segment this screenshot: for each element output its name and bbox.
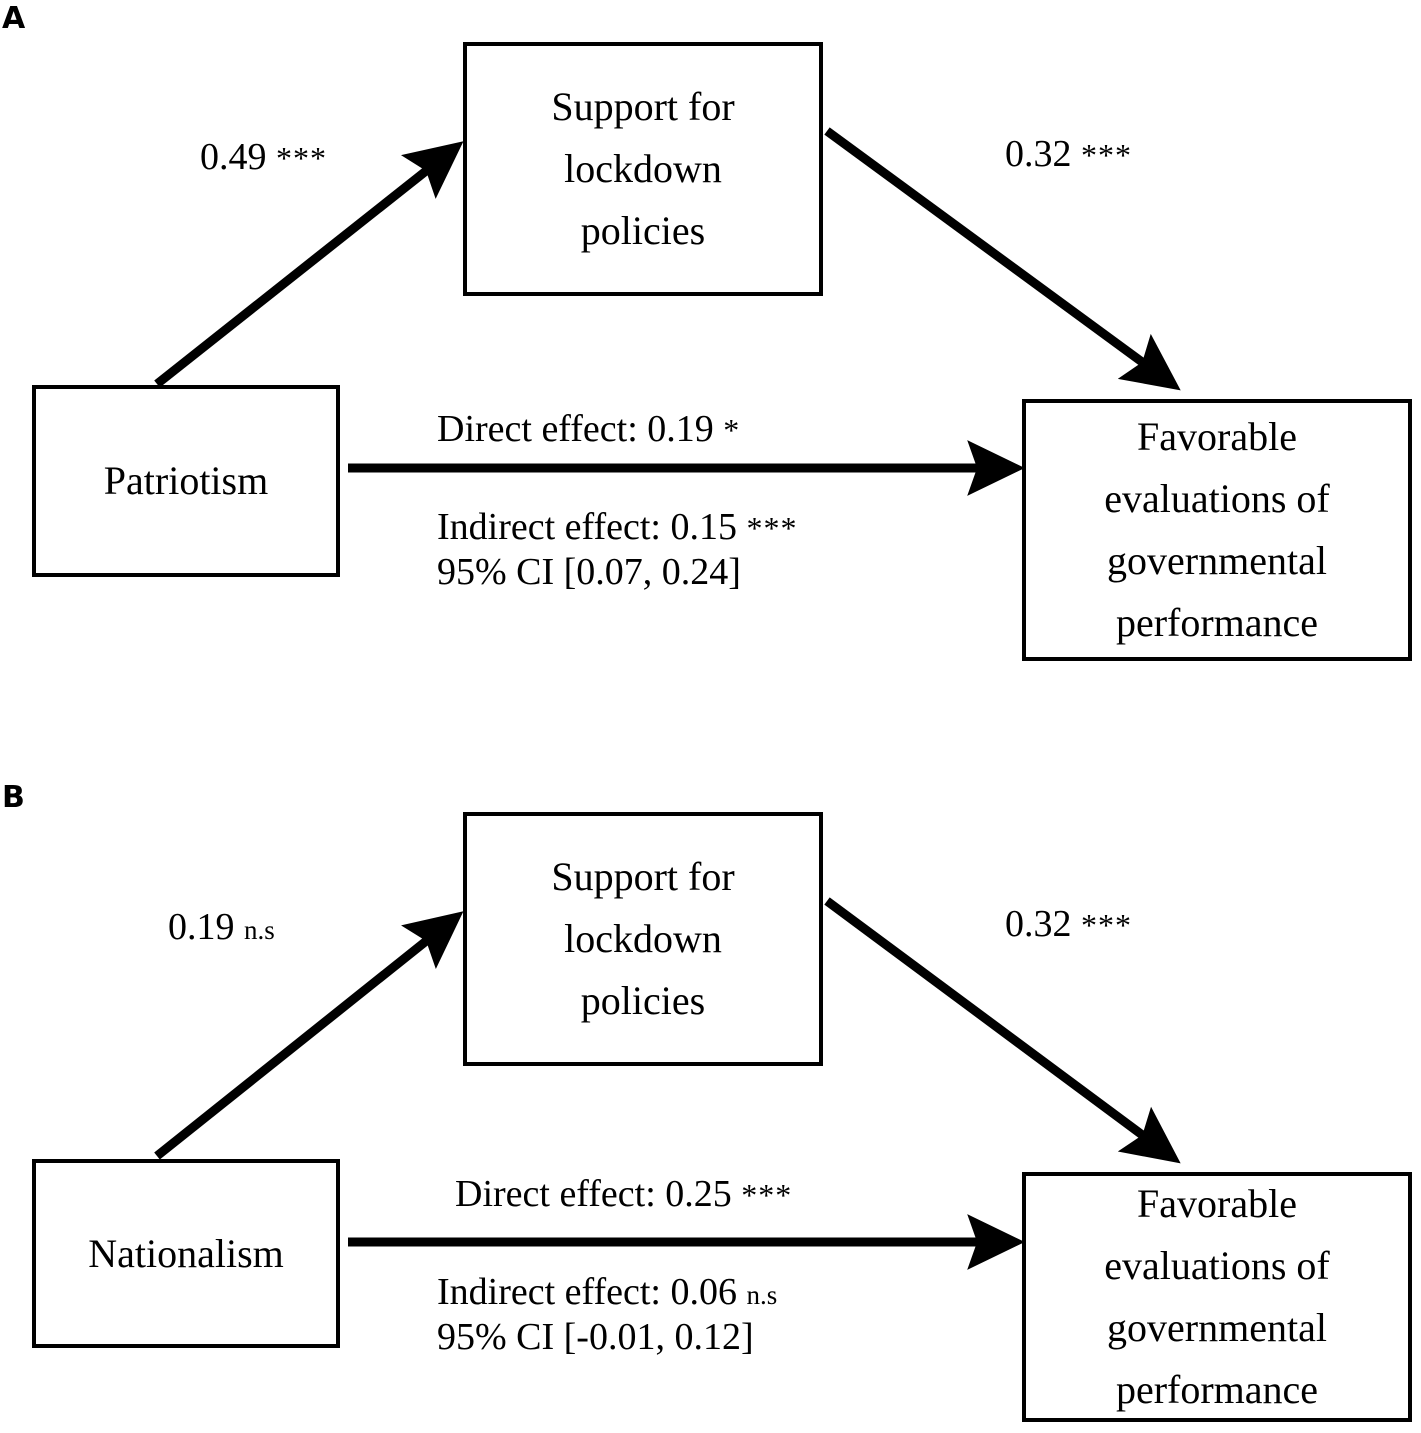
- direct-effect-significance-b: ***: [741, 1177, 793, 1213]
- direct-effect-text-b: Direct effect: 0.25: [455, 1173, 732, 1215]
- node-predictor-nationalism-label: Nationalism: [88, 1230, 284, 1276]
- path-b-coefficient-a: 0.32 ***: [1005, 130, 1132, 179]
- path-a-significance-a: ***: [276, 140, 327, 176]
- path-a-coefficient-b: 0.19 n.s: [168, 903, 275, 952]
- direct-effect-label-b: Direct effect: 0.25 ***: [455, 1170, 792, 1219]
- indirect-effect-label-a: Indirect effect: 0.15 ***: [437, 503, 798, 552]
- node-predictor-nationalism: Nationalism: [32, 1159, 340, 1348]
- indirect-effect-significance-a: ***: [746, 510, 798, 546]
- node-mediator-a: Support for lockdown policies: [463, 42, 823, 296]
- panel-label-b: B: [2, 780, 25, 815]
- arrow-patriotism-to-mediator: [154, 141, 464, 388]
- node-mediator-a-label: Support for lockdown policies: [551, 84, 735, 253]
- node-mediator-b-label: Support for lockdown policies: [551, 854, 735, 1023]
- direct-effect-label-a: Direct effect: 0.19 *: [437, 405, 740, 454]
- confidence-interval-b: 95% CI [-0.01, 0.12]: [437, 1316, 754, 1358]
- direct-effect-significance-a: *: [723, 412, 741, 448]
- path-a-significance-b: n.s: [244, 915, 275, 945]
- panel-label-a: A: [2, 1, 25, 36]
- indirect-effect-text-b: Indirect effect: 0.06: [437, 1271, 737, 1313]
- node-outcome-b: Favorable evaluations of governmental pe…: [1022, 1172, 1412, 1422]
- indirect-effect-label-b: Indirect effect: 0.06 n.s: [437, 1268, 777, 1317]
- node-outcome-a-label: Favorable evaluations of governmental pe…: [1104, 414, 1330, 645]
- path-a-coefficient-a: 0.49 ***: [200, 133, 327, 182]
- node-predictor-patriotism-label: Patriotism: [103, 458, 269, 503]
- indirect-effect-significance-b: n.s: [746, 1280, 778, 1310]
- path-b-significance-a: ***: [1081, 137, 1132, 173]
- path-b-value-b: 0.32: [1005, 903, 1072, 945]
- path-a-value-b: 0.19: [168, 906, 235, 948]
- indirect-effect-text-a: Indirect effect: 0.15: [437, 506, 737, 548]
- node-outcome-a: Favorable evaluations of governmental pe…: [1022, 399, 1412, 661]
- confidence-interval-a: 95% CI [0.07, 0.24]: [437, 551, 741, 593]
- path-b-coefficient-b: 0.32 ***: [1005, 900, 1132, 949]
- direct-effect-text-a: Direct effect: 0.19: [437, 408, 714, 450]
- path-b-significance-b: ***: [1081, 907, 1132, 943]
- node-mediator-b: Support for lockdown policies: [463, 812, 823, 1066]
- arrow-nationalism-to-mediator: [154, 911, 464, 1160]
- path-b-value-a: 0.32: [1005, 133, 1072, 175]
- node-predictor-patriotism: Patriotism: [32, 385, 340, 577]
- node-outcome-b-label: Favorable evaluations of governmental pe…: [1104, 1181, 1330, 1412]
- path-a-value-a: 0.49: [200, 136, 267, 178]
